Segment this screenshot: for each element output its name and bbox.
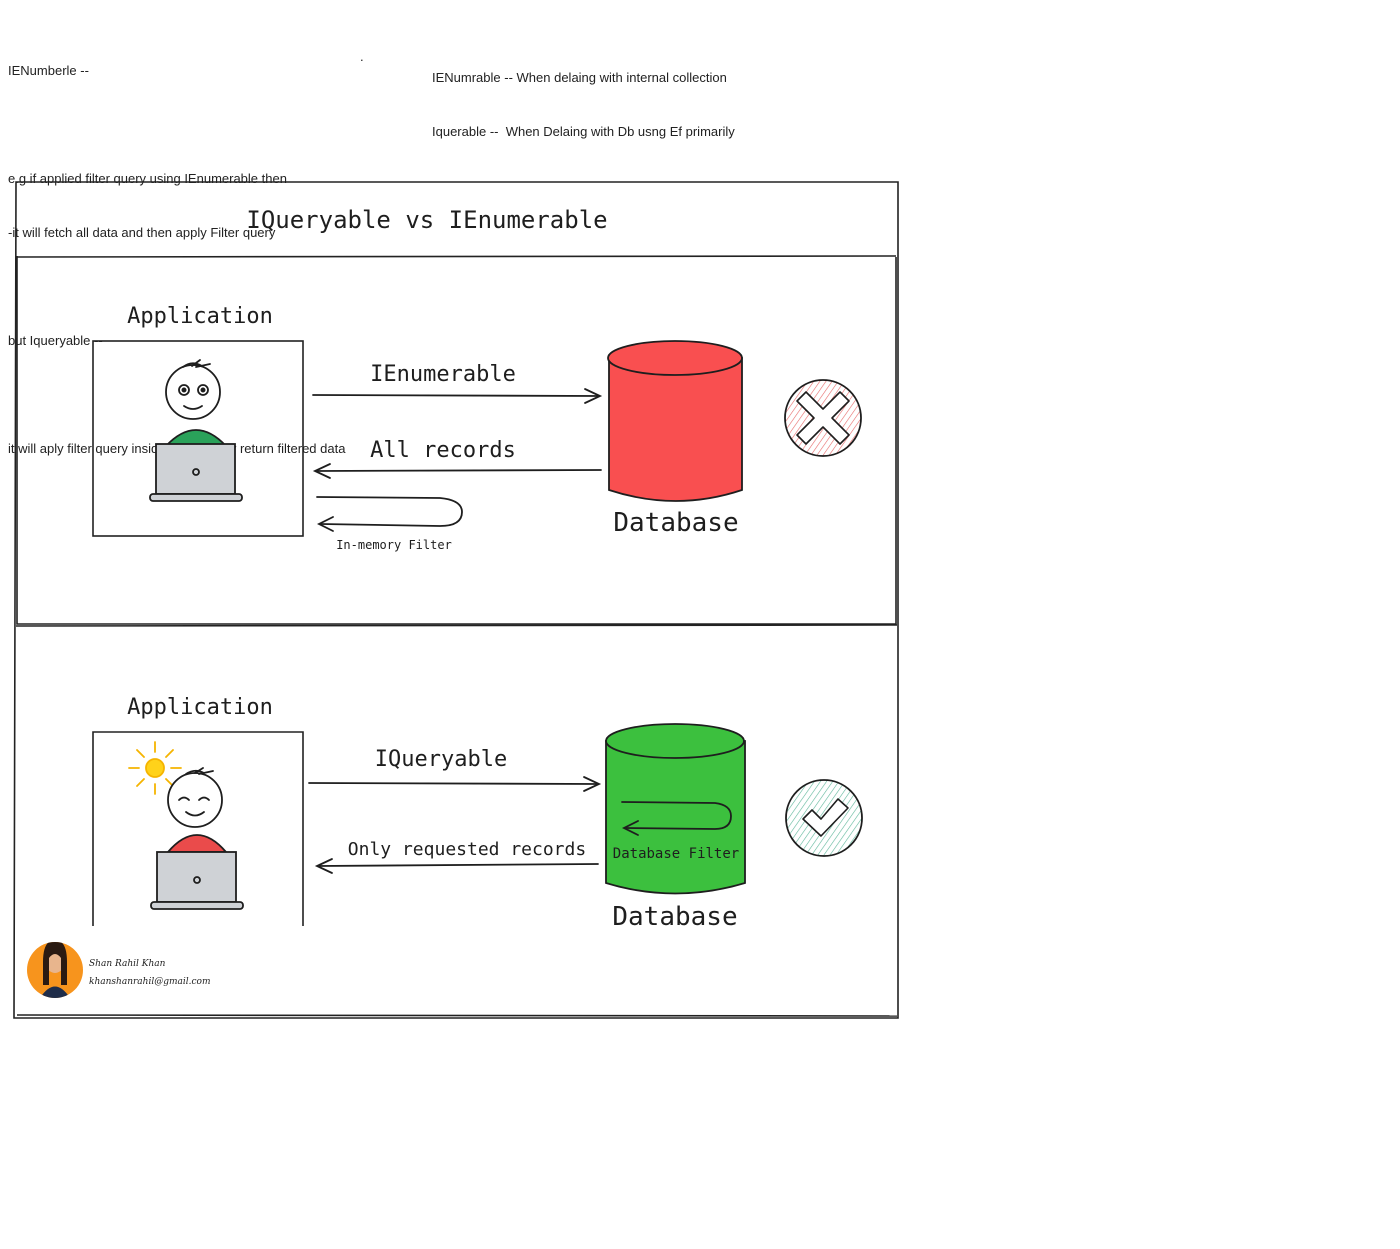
- diagram-title: IQueryable vs IEnumerable: [246, 206, 607, 234]
- note-line: IENumrable -- When delaing with internal…: [432, 70, 727, 85]
- database-cylinder: [605, 723, 746, 895]
- response-arrow-label: All records: [370, 438, 516, 463]
- database-cylinder: [607, 340, 743, 502]
- database-label: Database: [612, 902, 737, 932]
- top-panel: Application IEnumerable All records: [92, 304, 862, 552]
- sun-icon: [128, 741, 182, 795]
- application-box: [92, 340, 304, 537]
- in-memory-filter-label: In-memory Filter: [336, 538, 452, 552]
- note-line: Iquerable -- When Delaing with Db usng E…: [432, 124, 735, 139]
- author-avatar: [27, 942, 83, 998]
- author-email: khanshanrahil@gmail.com: [89, 977, 210, 987]
- check-icon: [785, 779, 863, 857]
- in-memory-filter-loop: [316, 496, 463, 532]
- bottom-panel: Application IQueryable Only requested re…: [92, 695, 863, 932]
- note-line: IENumberle --: [8, 63, 89, 78]
- notes-right: IENumrable -- When delaing with internal…: [432, 33, 735, 159]
- request-arrow-label: IEnumerable: [370, 362, 516, 387]
- application-label: Application: [127, 304, 273, 329]
- request-arrow: [312, 388, 603, 404]
- request-arrow-label: IQueryable: [375, 747, 507, 772]
- application-label: Application: [127, 695, 273, 720]
- response-arrow: [312, 463, 602, 479]
- request-arrow: [308, 776, 602, 792]
- database-filter-loop: [621, 801, 732, 836]
- developer-icon: [149, 359, 243, 502]
- database-label: Database: [613, 508, 738, 538]
- note-line: -it will fetch all data and then apply F…: [8, 225, 276, 240]
- response-arrow: [314, 858, 599, 874]
- stray-dot: .: [360, 49, 364, 64]
- database-filter-label: Database Filter: [613, 846, 739, 862]
- cross-icon: [784, 379, 862, 457]
- diagram-frame: [13, 181, 899, 1019]
- application-box: [92, 731, 304, 926]
- developer-icon: [150, 767, 244, 910]
- response-arrow-label: Only requested records: [348, 839, 586, 860]
- author-name: Shan Rahil Khan: [89, 959, 166, 969]
